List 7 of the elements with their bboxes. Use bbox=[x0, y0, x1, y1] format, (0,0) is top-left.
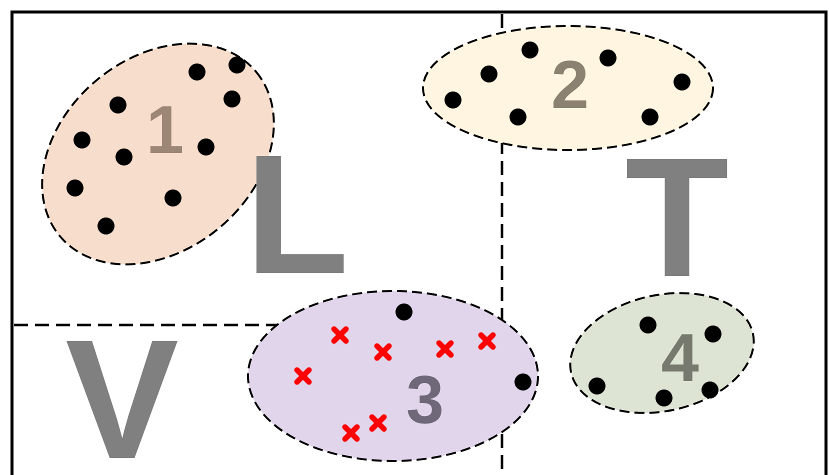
cluster-number: 1 bbox=[146, 96, 184, 164]
region-letter: V bbox=[65, 315, 179, 475]
cluster-number: 4 bbox=[661, 324, 699, 392]
cluster-number: 3 bbox=[406, 366, 444, 434]
region-letter: L bbox=[245, 130, 349, 300]
cluster-number: 2 bbox=[551, 51, 589, 119]
region-letter: T bbox=[625, 133, 729, 303]
